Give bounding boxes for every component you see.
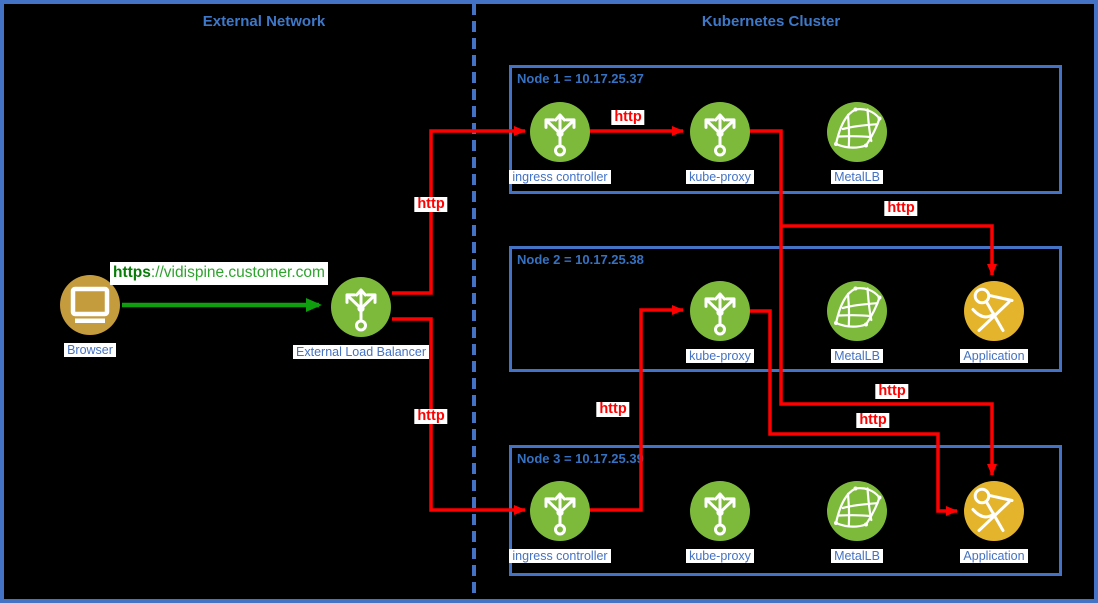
external-load-balancer-node: External Load Balancer <box>293 277 429 360</box>
kube-proxy-icon <box>690 481 750 541</box>
node2-kube-proxy-label: kube-proxy <box>686 349 754 364</box>
node1-kube-proxy-label: kube-proxy <box>686 170 754 185</box>
node3-ingress-controller-label: ingress controller <box>509 549 611 564</box>
node3-application: Application <box>960 481 1028 564</box>
node1-ingress-controller: ingress controller <box>509 102 611 185</box>
node2-metallb: MetalLB <box>827 281 887 364</box>
node3-ingress-controller: ingress controller <box>509 481 611 564</box>
node1-metallb: MetalLB <box>827 102 887 185</box>
node3-metallb-label: MetalLB <box>831 549 883 564</box>
url-scheme: https <box>113 264 151 281</box>
external-network-title: External Network <box>202 13 326 30</box>
node2-application: Application <box>960 281 1028 364</box>
ingress-controller-icon <box>530 481 590 541</box>
kube-proxy-icon <box>690 281 750 341</box>
edge-elb-to-node1-ingress <box>392 126 526 295</box>
http-label-node3ingress-node2kp: http <box>596 401 630 418</box>
kube-proxy-icon <box>690 102 750 162</box>
node1-kube-proxy: kube-proxy <box>686 102 754 185</box>
node3-metallb: MetalLB <box>827 481 887 564</box>
edge-node3-ingress-to-node2-kube-proxy <box>590 305 684 512</box>
browser-label: Browser <box>64 343 116 358</box>
http-label-elb-node1: http <box>414 196 448 213</box>
http-label-node1-ingress-kubeproxy: http <box>611 109 645 126</box>
node3-kube-proxy: kube-proxy <box>686 481 754 564</box>
node3-application-label: Application <box>960 549 1028 564</box>
edge-node1-kube-proxy-to-node2-app <box>781 224 997 276</box>
url-rest: ://vidispine.customer.com <box>150 264 325 281</box>
metallb-icon <box>827 102 887 162</box>
kubernetes-cluster-title: Kubernetes Cluster <box>701 13 841 30</box>
https-url-label: https://vidispine.customer.com <box>110 262 328 285</box>
edge-node1-kube-proxy-to-node3-app <box>750 129 997 476</box>
http-label-elb-node3: http <box>414 408 448 425</box>
metallb-icon <box>827 281 887 341</box>
ingress-controller-icon <box>530 102 590 162</box>
application-icon <box>964 281 1024 341</box>
http-label-node2kp-node3app: http <box>856 412 890 429</box>
node1-ingress-controller-label: ingress controller <box>509 170 611 185</box>
browser-node: Browser <box>60 275 120 358</box>
external-load-balancer-label: External Load Balancer <box>293 345 429 360</box>
node2-box: Node 2 = 10.17.25.38 <box>509 246 1062 372</box>
node2-metallb-label: MetalLB <box>831 349 883 364</box>
metallb-icon <box>827 481 887 541</box>
http-label-node1kp-node2app: http <box>884 200 918 217</box>
node2-title: Node 2 = 10.17.25.38 <box>517 252 644 267</box>
node2-kube-proxy: kube-proxy <box>686 281 754 364</box>
node2-application-label: Application <box>960 349 1028 364</box>
node3-title: Node 3 = 10.17.25.39 <box>517 451 644 466</box>
load-balancer-icon <box>331 277 391 337</box>
browser-icon <box>60 275 120 335</box>
edge-node2-kube-proxy-to-node3-app <box>750 309 958 516</box>
http-label-node1kp-node3app: http <box>875 383 909 400</box>
node1-title: Node 1 = 10.17.25.37 <box>517 71 644 86</box>
network-boundary-divider <box>472 4 476 599</box>
node3-kube-proxy-label: kube-proxy <box>686 549 754 564</box>
node1-metallb-label: MetalLB <box>831 170 883 185</box>
application-icon <box>964 481 1024 541</box>
